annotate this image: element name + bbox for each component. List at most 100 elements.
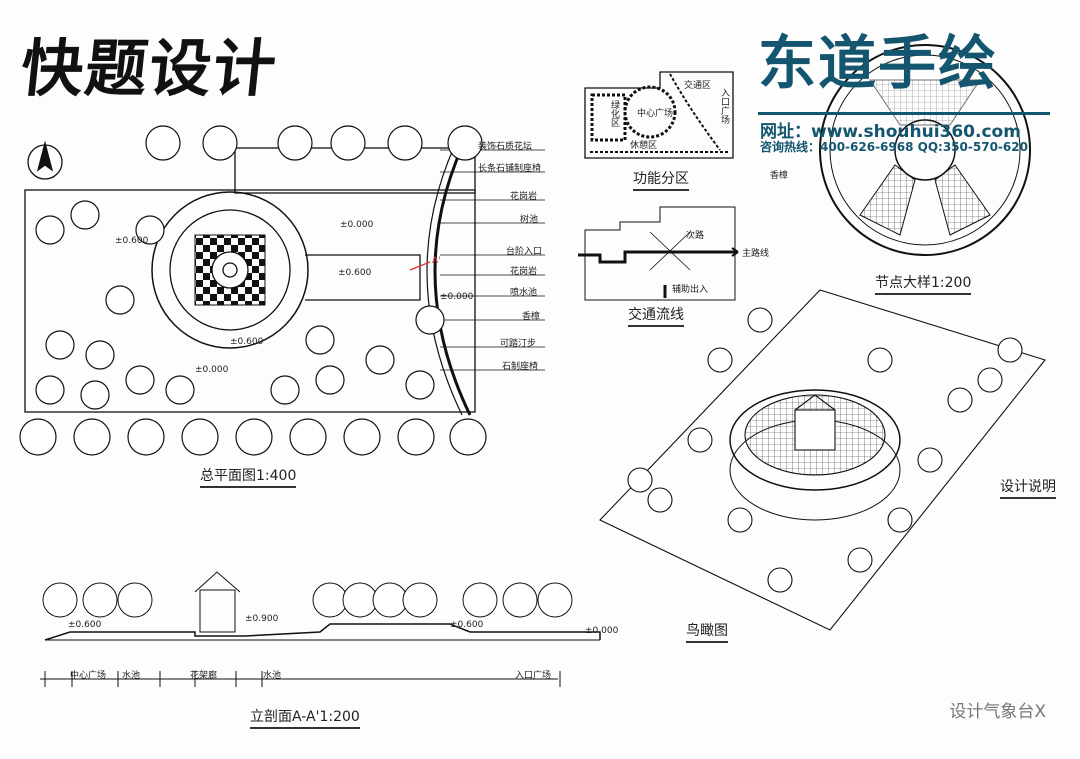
- pavilion-core: [222, 262, 238, 278]
- elevation-mark: ±0.600: [115, 236, 149, 246]
- aerial-tree: [727, 507, 753, 533]
- plan-tree: [70, 200, 100, 230]
- aerial-tree: [627, 467, 653, 493]
- plan-tree: [85, 340, 115, 370]
- section-tree: [82, 582, 118, 618]
- aerial-tree: [977, 367, 1003, 393]
- section-segment: 入口广场: [515, 671, 552, 681]
- legend-item: 喷水池: [510, 288, 538, 298]
- street-tree: [289, 418, 327, 456]
- traffic-label: 辅助出入: [672, 285, 709, 295]
- node-label: 香樟: [770, 171, 789, 181]
- zoning-caption: 功能分区: [633, 168, 689, 191]
- master-plan: [19, 125, 545, 456]
- street-tree: [202, 125, 238, 161]
- plan-tree: [405, 370, 435, 400]
- plan-tree: [125, 365, 155, 395]
- plan-tree: [365, 345, 395, 375]
- aerial-tree: [997, 337, 1023, 363]
- plan-tree: [135, 215, 165, 245]
- zone-label: 休憩区: [630, 141, 658, 151]
- aerial-tree: [847, 547, 873, 573]
- zoning-diagram: [584, 71, 734, 159]
- brand-divider: [758, 112, 1050, 115]
- street-tree: [343, 418, 381, 456]
- legend-leaders: [440, 149, 545, 371]
- plan-caption: 总平面图1:400: [200, 465, 297, 488]
- section-tree: [537, 582, 573, 618]
- elevation-mark: ±0.000: [195, 365, 229, 375]
- plaza-outer-circle: [151, 191, 309, 349]
- paved-walkway: [305, 254, 421, 301]
- zone-label: 中心广场: [637, 109, 674, 119]
- elevation-mark: ±0.000: [340, 220, 374, 230]
- plan-tree: [315, 365, 345, 395]
- zone-label: 入口广场: [719, 88, 729, 124]
- section-tree: [502, 582, 538, 618]
- plaza-ring: [169, 209, 291, 331]
- aerial-view: [599, 289, 1046, 631]
- plan-boundary: [24, 189, 476, 413]
- traffic-label: 次路: [686, 231, 705, 241]
- street-tree: [330, 125, 366, 161]
- aerial-tree: [867, 347, 893, 373]
- section-segment: 水池: [122, 671, 141, 681]
- node-caption: 节点大样1:200: [875, 272, 972, 295]
- section-tree: [42, 582, 78, 618]
- section-segment: 水池: [263, 671, 282, 681]
- section-elevation-mark: ±0.900: [245, 614, 279, 624]
- street-tree: [73, 418, 111, 456]
- section-tree: [402, 582, 438, 618]
- section-tree: [117, 582, 153, 618]
- aerial-tree: [887, 507, 913, 533]
- aerial-tree: [647, 487, 673, 513]
- sheet-title: 快题设计: [17, 32, 282, 105]
- aerial-tree: [687, 427, 713, 453]
- aerial-tree: [707, 347, 733, 373]
- design-note-caption: 设计说明: [1000, 476, 1056, 499]
- plan-tree: [80, 380, 110, 410]
- elevation-mark: ±0.000: [440, 292, 474, 302]
- plan-tree: [270, 375, 300, 405]
- street-tree: [127, 418, 165, 456]
- aerial-caption: 鸟瞰图: [686, 620, 728, 643]
- section-elevation: [40, 571, 601, 687]
- plan-tree: [105, 285, 135, 315]
- elevation-mark: ±0.600: [338, 268, 372, 278]
- section-cut-mark: [409, 261, 431, 271]
- watermark: 设计气象台X: [949, 702, 1046, 722]
- plan-tree: [35, 375, 65, 405]
- aerial-tree: [917, 447, 943, 473]
- traffic-diagram: [578, 206, 739, 301]
- aerial-tree: [747, 307, 773, 333]
- plan-tree: [165, 375, 195, 405]
- section-tree: [462, 582, 498, 618]
- plan-tree: [305, 325, 335, 355]
- traffic-label: 主路线: [742, 249, 770, 259]
- zone-label: 交通区: [684, 81, 712, 91]
- plan-trees: [19, 125, 487, 456]
- legend-item: 长条石铺制座椅: [478, 164, 542, 174]
- street-tree: [235, 418, 273, 456]
- section-segment: 花架廊: [190, 671, 218, 681]
- section-elevation-mark: ±0.000: [585, 626, 619, 636]
- section-mark: A': [432, 256, 441, 266]
- aerial-tree: [947, 387, 973, 413]
- plan-tree: [35, 215, 65, 245]
- legend-item: 石制座椅: [502, 362, 539, 372]
- legend-item: 树池: [520, 215, 539, 225]
- legend-item: 台阶入口: [506, 247, 543, 257]
- traffic-caption: 交通流线: [628, 304, 684, 327]
- section-tree: [312, 582, 348, 618]
- street-tree: [181, 418, 219, 456]
- street-tree: [145, 125, 181, 161]
- legend-item: 香樟: [522, 312, 541, 322]
- section-caption: 立剖面A-A'1:200: [250, 706, 360, 729]
- plan-tree: [415, 305, 445, 335]
- street-tree: [449, 418, 487, 456]
- street-tree: [19, 418, 57, 456]
- section-segment: 中心广场: [70, 671, 107, 681]
- aerial-tree: [767, 567, 793, 593]
- zone-label: 绿化区: [609, 100, 619, 127]
